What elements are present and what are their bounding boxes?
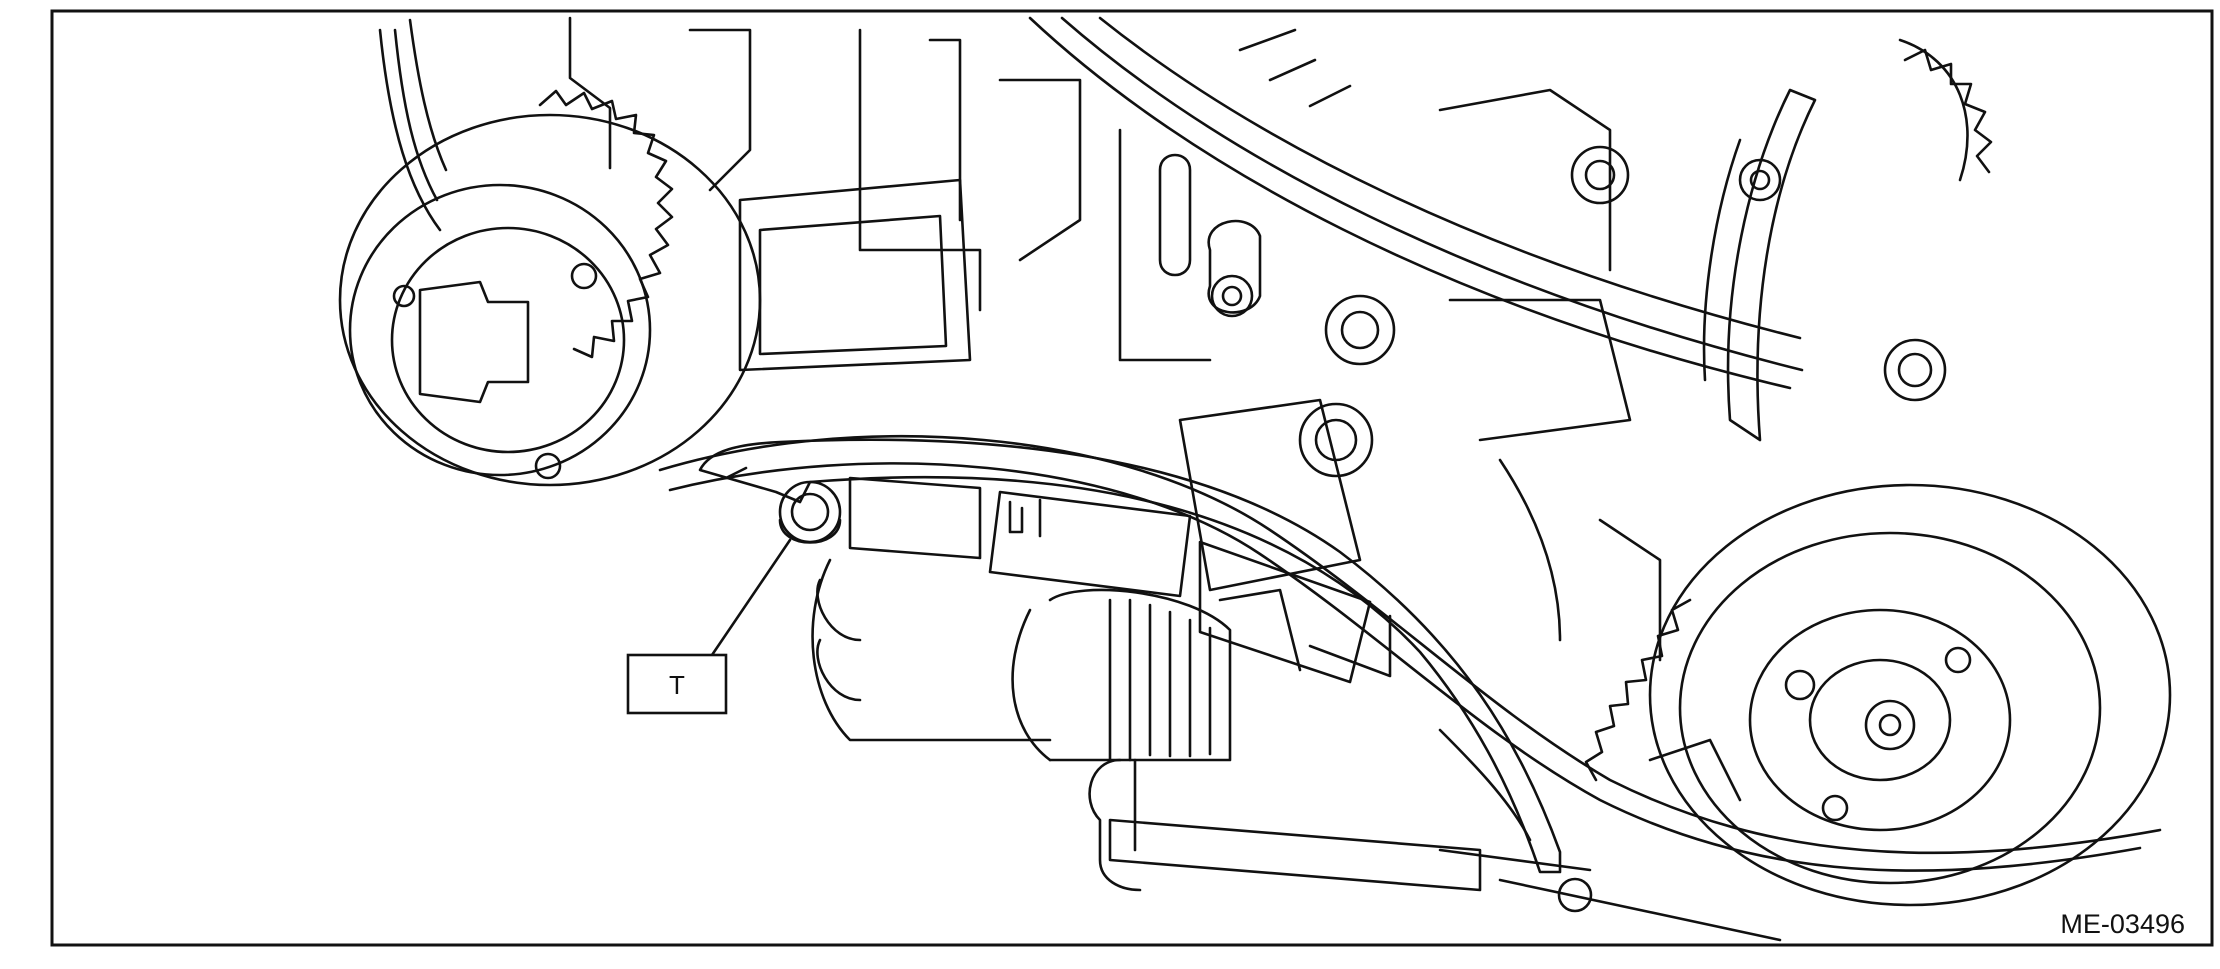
figure-frame [50, 9, 2214, 947]
callout-leader-line [710, 538, 792, 657]
guide-bolt-t [778, 480, 842, 544]
left-cam-sprocket [338, 89, 762, 487]
figure-code: ME-03496 [2060, 909, 2185, 939]
callout-label: T [669, 670, 685, 700]
timing-chain-lower [658, 434, 2162, 872]
timing-chain-upper [1028, 16, 1804, 390]
right-cam-sprocket [1883, 38, 1993, 402]
right-chain-guide [1702, 88, 1817, 442]
crank-sprocket [1584, 483, 2172, 907]
oil-filter [811, 558, 1232, 762]
engine-block [378, 16, 1742, 802]
lower-pipes [1088, 758, 1782, 942]
lower-chain-guide [698, 438, 1562, 874]
callout-box [626, 653, 728, 715]
